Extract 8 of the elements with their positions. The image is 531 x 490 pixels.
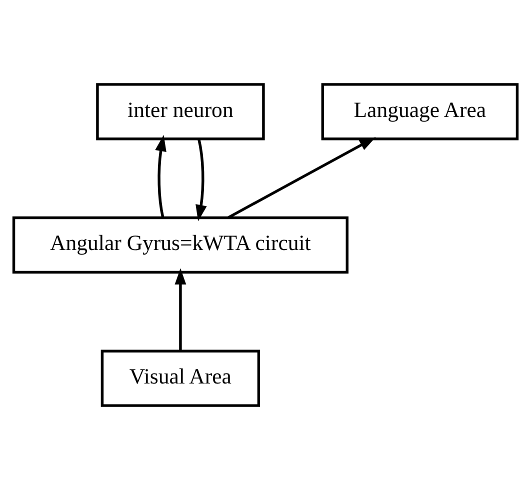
- arrow: [228, 137, 376, 219]
- node-box: Visual Area: [100, 350, 260, 407]
- node-box: inter neuron: [96, 83, 265, 140]
- arrow: [174, 268, 186, 351]
- arrow: [155, 134, 166, 218]
- node-box: Language Area: [321, 83, 519, 140]
- arrow: [196, 138, 207, 222]
- node-box: Angular Gyrus=kWTA circuit: [12, 216, 348, 274]
